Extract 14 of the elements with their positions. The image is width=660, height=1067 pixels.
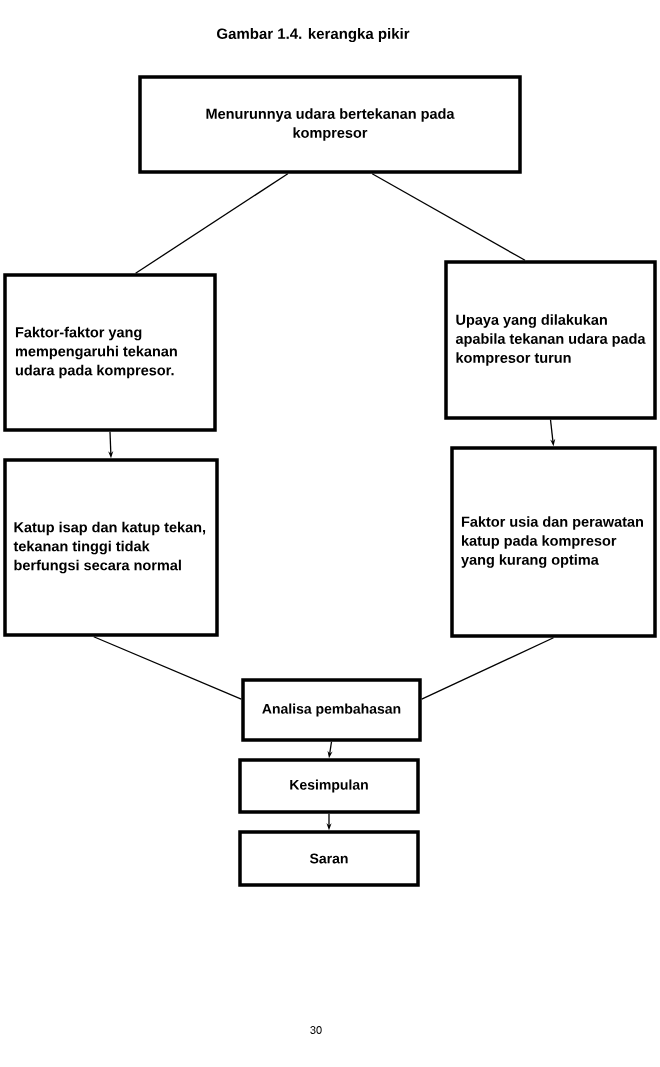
connector-line	[421, 637, 555, 700]
connector-line	[371, 173, 526, 261]
title: Gambar 1.4. kerangka pikir	[217, 28, 410, 43]
connector-line	[93, 636, 242, 700]
process-box: Kesimpulan	[238, 758, 420, 814]
process-box: Upaya yang dilakukan apabila tekanan udara pada kompresor turun	[444, 260, 657, 420]
process-box: Menurunnya udara bertekanan pada kompresor	[138, 75, 522, 174]
process-box: Saran	[238, 830, 420, 887]
process-box: Katup isap dan katup tekan, tekanan tinggi tidak berfungsi secara normal	[3, 458, 219, 637]
process-box: Faktor usia dan perawatan katup pada kompresor yang kurang optima	[450, 446, 657, 638]
process-box: Faktor-faktor yang mempengaruhi tekanan udara pada kompresor.	[3, 273, 217, 432]
page-number: 30	[310, 1026, 322, 1034]
connector-line	[134, 173, 289, 274]
process-box: Analisa pembahasan	[241, 678, 422, 742]
